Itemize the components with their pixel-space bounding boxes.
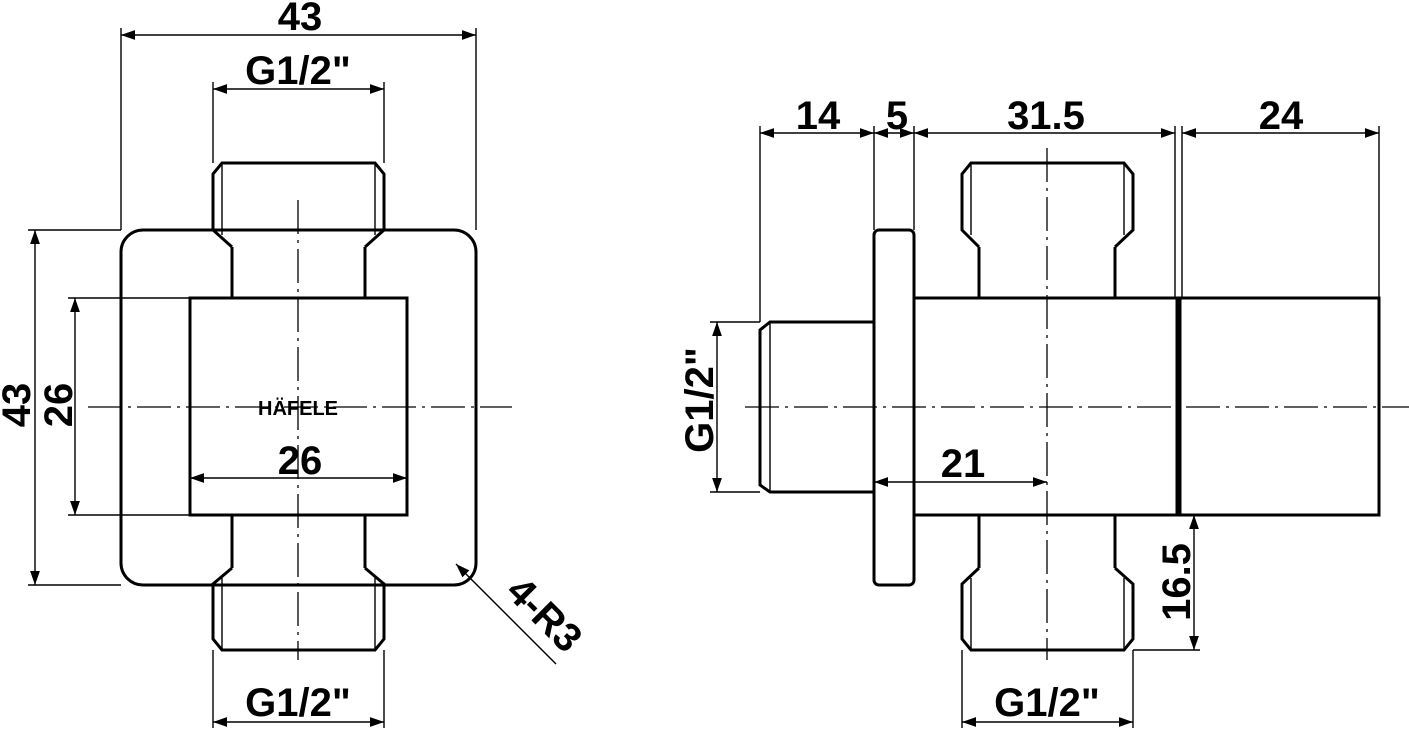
dim-bottom-thread: G1/2" <box>245 681 351 725</box>
side-view: 14 5 31.5 24 G1/2" 21 16.5 G1/2" <box>678 94 1409 728</box>
dim-handle-length: 24 <box>1259 94 1304 138</box>
dim-corner-radius: 4-R3 <box>498 569 590 661</box>
dim-body-length: 31.5 <box>1007 94 1085 138</box>
dim-line-corner-radius <box>455 563 557 665</box>
dim-overall-height: 43 <box>0 383 39 428</box>
dim-top-thread: G1/2" <box>245 49 351 93</box>
dim-inlet-thread: G1/2" <box>678 347 722 453</box>
dim-outlet-thread: G1/2" <box>994 681 1100 725</box>
dim-flange-thickness: 5 <box>886 94 908 138</box>
front-top-thread-nut <box>211 161 386 249</box>
dim-outlet-height: 16.5 <box>1155 543 1199 621</box>
dim-body-height: 26 <box>37 383 81 428</box>
dim-outlet-offset: 21 <box>941 442 986 486</box>
dim-body-width: 26 <box>278 439 323 483</box>
front-view: HÄFELE 43 G1/2" G1/2" 43 26 26 4-R3 <box>0 0 590 728</box>
brand-logo: HÄFELE <box>258 397 338 420</box>
dim-inlet-length: 14 <box>796 94 841 138</box>
dim-overall-width: 43 <box>278 0 323 39</box>
